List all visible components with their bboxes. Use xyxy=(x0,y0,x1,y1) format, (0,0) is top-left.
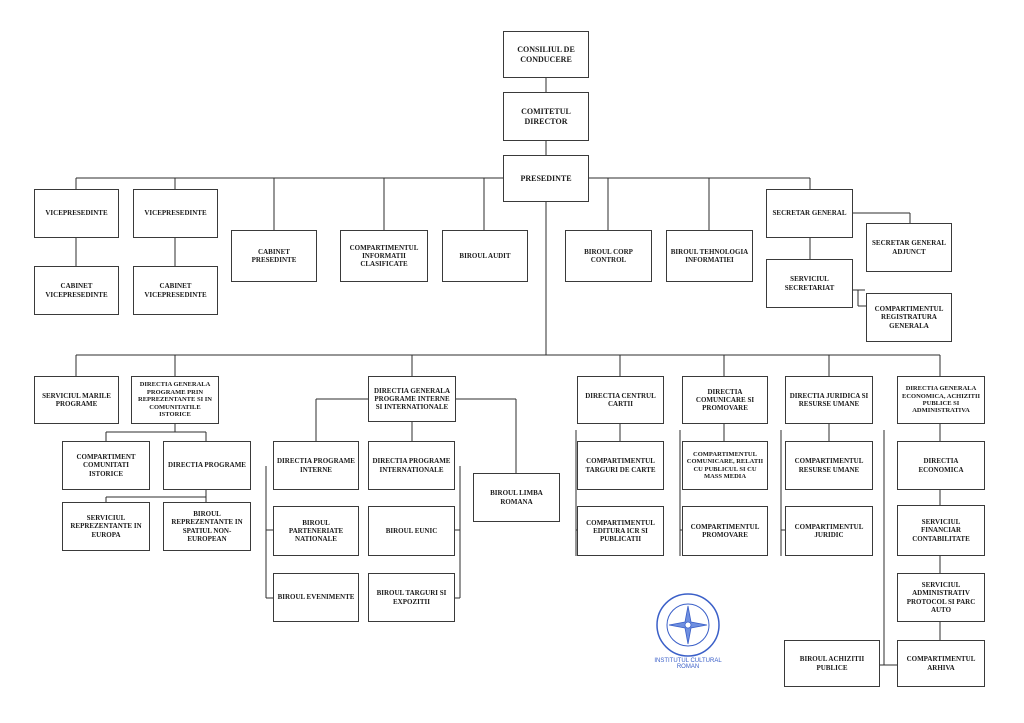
box-biroul-parteneriate-nationale: BIROUL PARTENERIATE NATIONALE xyxy=(273,506,359,556)
stamp-text: INSTITUTUL CULTURAL ROMAN xyxy=(654,658,722,670)
box-compartimentul-juridic: COMPARTIMENTUL JURIDIC xyxy=(785,506,873,556)
box-cabinet-vicepresedinte-1: CABINET VICEPRESEDINTE xyxy=(34,266,119,315)
box-directia-programe-internationale: DIRECTIA PROGRAME INTERNATIONALE xyxy=(368,441,455,490)
box-comitetul-director: COMITETUL DIRECTOR xyxy=(503,92,589,141)
box-vicepresedinte-2: VICEPRESEDINTE xyxy=(133,189,218,238)
box-compartimentul-registratura-generala: COMPARTIMENTUL REGISTRATURA GENERALA xyxy=(866,293,952,342)
box-compartimentul-editura-icr: COMPARTIMENTUL EDITURA ICR SI PUBLICATII xyxy=(577,506,664,556)
box-directia-programe-interne: DIRECTIA PROGRAME INTERNE xyxy=(273,441,359,490)
box-biroul-eunic: BIROUL EUNIC xyxy=(368,506,455,556)
box-biroul-reprezentante-non-european: BIROUL REPREZENTANTE IN SPATIUL NON-EURO… xyxy=(163,502,251,551)
box-biroul-corp-control: BIROUL CORP CONTROL xyxy=(565,230,652,282)
box-directia-programe: DIRECTIA PROGRAME xyxy=(163,441,251,490)
box-directia-comunicare-promovare: DIRECTIA COMUNICARE SI PROMOVARE xyxy=(682,376,768,424)
box-secretar-general-adjunct: SECRETAR GENERAL ADJUNCT xyxy=(866,223,952,272)
box-directia-centrul-cartii: DIRECTIA CENTRUL CARTII xyxy=(577,376,664,424)
box-dg-programe-interne-internationale: DIRECTIA GENERALA PROGRAME INTERNE SI IN… xyxy=(368,376,456,422)
box-cabinet-presedinte: CABINET PRESEDINTE xyxy=(231,230,317,282)
box-biroul-audit: BIROUL AUDIT xyxy=(442,230,528,282)
box-serviciul-secretariat: SERVICIUL SECRETARIAT xyxy=(766,259,853,308)
box-biroul-achizitii-publice: BIROUL ACHIZITII PUBLICE xyxy=(784,640,880,687)
box-biroul-tehnologia-informatiei: BIROUL TEHNOLOGIA INFORMATIEI xyxy=(666,230,753,282)
box-presedinte: PRESEDINTE xyxy=(503,155,589,202)
box-dg-programe-reprezentante: DIRECTIA GENERALA PROGRAME PRIN REPREZEN… xyxy=(131,376,219,424)
box-biroul-evenimente: BIROUL EVENIMENTE xyxy=(273,573,359,622)
box-biroul-limba-romana: BIROUL LIMBA ROMANA xyxy=(473,473,560,522)
box-serviciul-financiar-contabilitate: SERVICIUL FINANCIAR CONTABILITATE xyxy=(897,505,985,556)
box-compartiment-comunitati-istorice: COMPARTIMENT COMUNITATI ISTORICE xyxy=(62,441,150,490)
box-serviciul-reprezentante-europa: SERVICIUL REPREZENTANTE IN EUROPA xyxy=(62,502,150,551)
box-cabinet-vicepresedinte-2: CABINET VICEPRESEDINTE xyxy=(133,266,218,315)
box-secretar-general: SECRETAR GENERAL xyxy=(766,189,853,238)
box-serviciul-administrativ: SERVICIUL ADMINISTRATIV PROTOCOL SI PARC… xyxy=(897,573,985,622)
box-compartimentul-arhiva: COMPARTIMENTUL ARHIVA xyxy=(897,640,985,687)
box-directia-economica: DIRECTIA ECONOMICA xyxy=(897,441,985,490)
box-directia-juridica-resurse-umane: DIRECTIA JURIDICA SI RESURSE UMANE xyxy=(785,376,873,424)
box-serviciul-marile-programe: SERVICIUL MARILE PROGRAME xyxy=(34,376,119,424)
box-vicepresedinte-1: VICEPRESEDINTE xyxy=(34,189,119,238)
box-compartimentul-comunicare: COMPARTIMENTUL COMUNICARE, RELATII CU PU… xyxy=(682,441,768,490)
box-compartimentul-promovare: COMPARTIMENTUL PROMOVARE xyxy=(682,506,768,556)
box-compartimentul-resurse-umane: COMPARTIMENTUL RESURSE UMANE xyxy=(785,441,873,490)
box-dg-economica: DIRECTIA GENERALA ECONOMICA, ACHIZITII P… xyxy=(897,376,985,424)
box-consiliul-de-conducere: CONSILIUL DE CONDUCERE xyxy=(503,31,589,78)
institutional-stamp xyxy=(656,593,720,657)
box-compartimentul-informatii-clasificate: COMPARTIMENTUL INFORMATII CLASIFICATE xyxy=(340,230,428,282)
box-biroul-targuri-expozitii: BIROUL TARGURI SI EXPOZITII xyxy=(368,573,455,622)
box-compartimentul-targuri-de-carte: COMPARTIMENTUL TARGURI DE CARTE xyxy=(577,441,664,490)
